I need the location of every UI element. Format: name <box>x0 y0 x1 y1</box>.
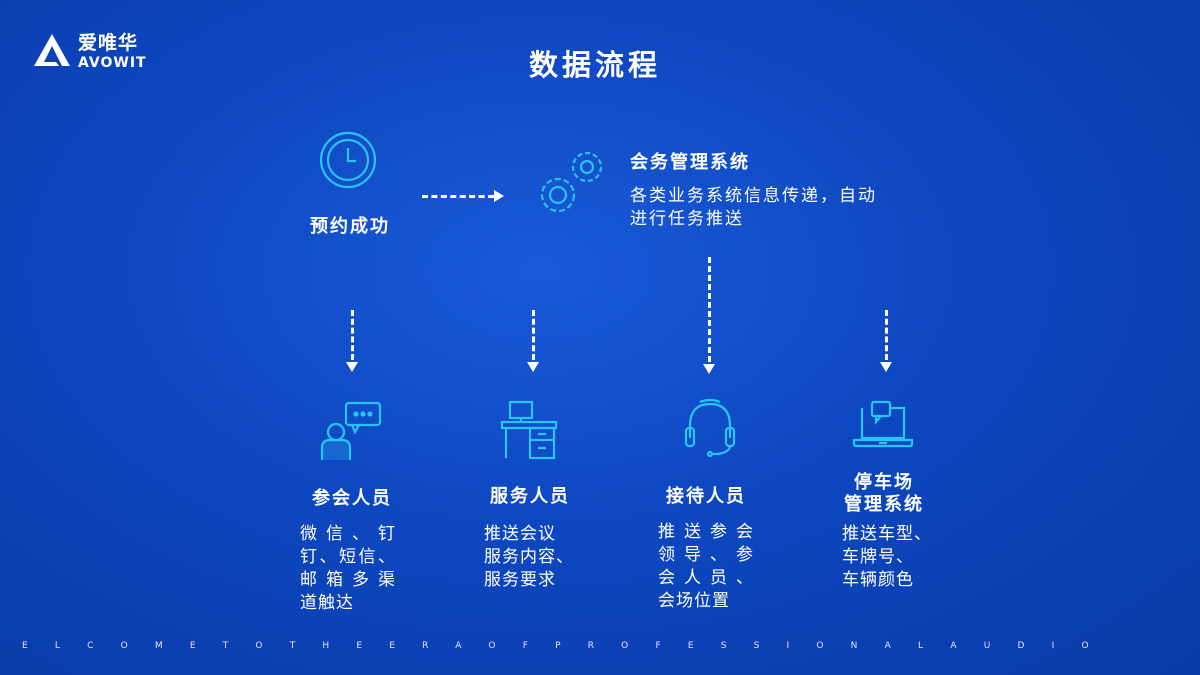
arrow-right <box>422 195 494 198</box>
arrow-down <box>532 310 535 360</box>
footer-tagline: ELCOMETOTHEERAOFPROFESSIONALAUDIO <box>22 641 1200 651</box>
arrow-down <box>708 257 711 362</box>
person-chat-icon <box>320 401 382 460</box>
system-desc-line: 进行任务推送 <box>630 209 744 229</box>
column-desc-service: 推送会议 服务内容、 服务要求 <box>484 523 584 592</box>
desc-line: 车辆颜色 <box>842 570 914 590</box>
column-desc-parking: 推送车型、 车牌号、 车辆颜色 <box>842 523 942 592</box>
arrow-down-head <box>703 364 715 374</box>
desc-line: 车牌号、 <box>842 547 914 567</box>
page-title: 数据流程 <box>528 48 661 82</box>
arrow-down-head <box>880 362 892 372</box>
desc-line: 会场位置 <box>658 591 730 611</box>
arrow-right-head <box>494 190 504 202</box>
desc-line: 微信、钉 <box>300 524 396 544</box>
column-label-service: 服务人员 <box>490 486 570 507</box>
column-label-reception: 接待人员 <box>666 486 746 507</box>
desc-line: 钉、短信、 <box>300 547 396 567</box>
desc-line: 邮箱多渠 <box>300 570 396 590</box>
arrow-down-head <box>527 362 539 372</box>
start-label: 预约成功 <box>310 216 390 237</box>
desc-line: 道触达 <box>300 593 354 613</box>
logo-en: AVOWIT <box>78 55 147 71</box>
column-label-attendees: 参会人员 <box>312 488 392 509</box>
column-desc-reception: 推送参会 领导、参 会人员、 会场位置 <box>658 521 754 613</box>
column-label-line: 管理系统 <box>844 494 924 515</box>
desk-computer-icon <box>500 400 558 460</box>
arrow-down-head <box>346 362 358 372</box>
system-desc: 各类业务系统信息传递，自动 进行任务推送 <box>630 185 877 231</box>
desc-line: 服务要求 <box>484 570 556 590</box>
arrow-down <box>885 310 888 360</box>
clock-icon <box>319 131 377 189</box>
arrow-down <box>351 310 354 360</box>
headset-icon <box>684 398 736 458</box>
footer-text: ELCOMETOTHEERAOFPROFESSIONALAUDIO <box>22 641 1116 651</box>
desc-line: 推送车型、 <box>842 524 932 544</box>
desc-line: 推送会议 <box>484 524 556 544</box>
desc-line: 推送参会 <box>658 522 754 542</box>
desc-line: 领导、参 <box>658 545 754 565</box>
desc-line: 会人员、 <box>658 568 754 588</box>
logo-a-icon <box>34 33 70 66</box>
gears-icon <box>540 151 603 213</box>
laptop-message-icon <box>852 400 914 448</box>
column-desc-attendees: 微信、钉 钉、短信、 邮箱多渠 道触达 <box>300 523 396 615</box>
column-label-line: 停车场 <box>854 472 914 493</box>
system-desc-line: 各类业务系统信息传递，自动 <box>630 186 877 206</box>
logo: 爱唯华 AVOWIT <box>32 28 147 71</box>
system-title: 会务管理系统 <box>630 152 750 173</box>
logo-cn: 爱唯华 <box>78 32 139 54</box>
column-label-parking: 停车场 管理系统 <box>822 472 946 516</box>
desc-line: 服务内容、 <box>484 547 574 567</box>
